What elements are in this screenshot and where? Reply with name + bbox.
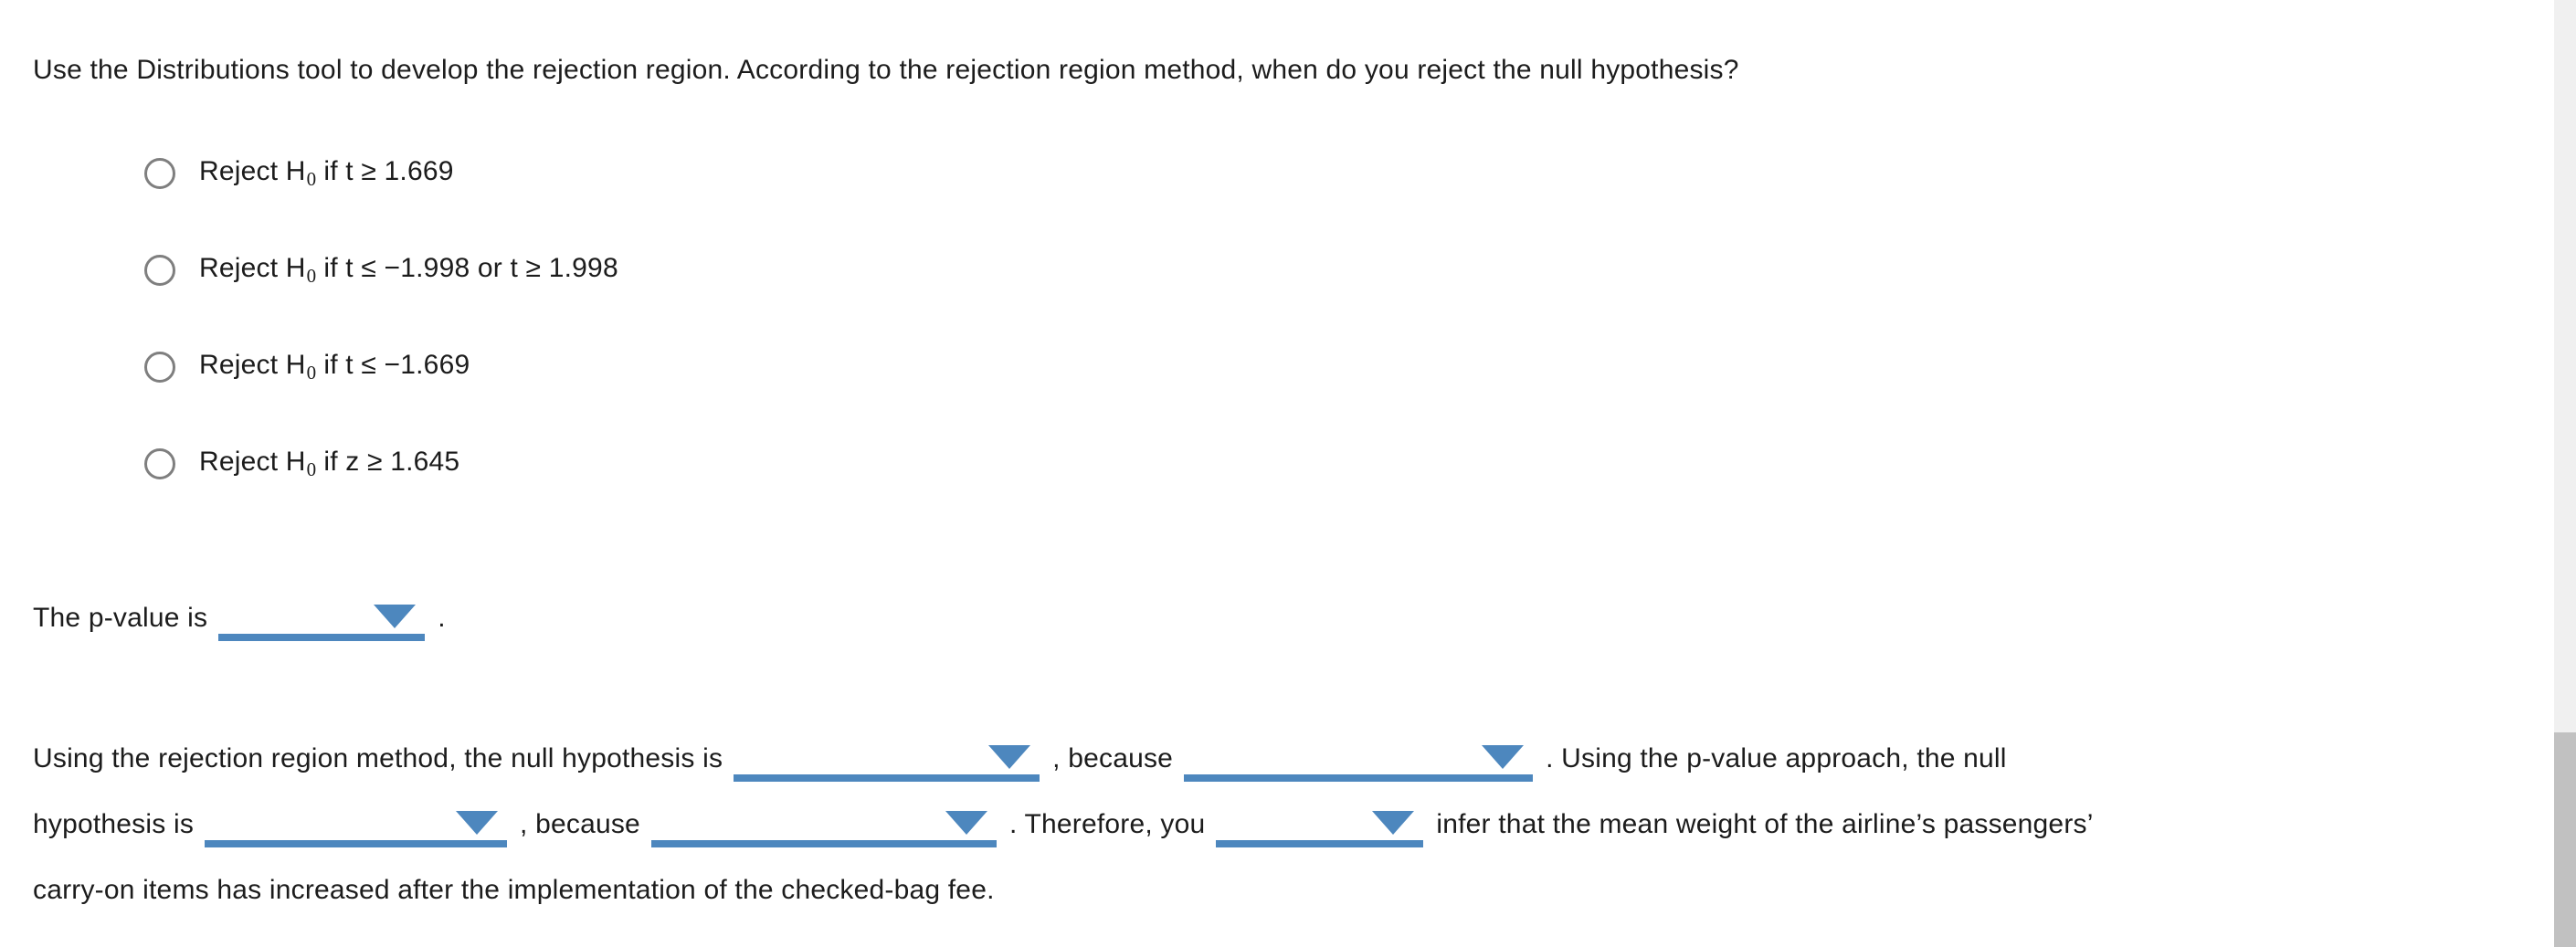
h0-subscript: 0	[306, 265, 317, 287]
radio-button[interactable]	[144, 352, 175, 383]
radio-button[interactable]	[144, 158, 175, 189]
h0-subscript: 0	[306, 168, 317, 190]
radio-button[interactable]	[144, 255, 175, 286]
dropdown-arrow-icon	[988, 745, 1031, 769]
scrollbar[interactable]	[2554, 0, 2576, 947]
h0-subscript: 0	[306, 458, 317, 480]
infer-dropdown[interactable]	[1216, 811, 1424, 847]
pv-null-hypothesis-dropdown[interactable]	[205, 811, 508, 847]
dropdown-arrow-icon	[1482, 745, 1525, 769]
pv-because-dropdown[interactable]	[650, 811, 997, 847]
conclusion-paragraph: Using the rejection region method, the n…	[33, 726, 2503, 923]
p-value-sentence: The p-value is.	[33, 600, 446, 641]
dropdown-arrow-icon	[1372, 811, 1415, 835]
scrollbar-thumb[interactable]	[2554, 732, 2576, 947]
dropdown-arrow-icon	[374, 605, 417, 628]
dropdown-arrow-icon	[945, 811, 987, 835]
rr-null-hypothesis-dropdown[interactable]	[734, 745, 1040, 782]
h0-subscript: 0	[306, 362, 317, 384]
sentence-period: .	[438, 603, 446, 633]
dropdown-arrow-icon	[456, 811, 499, 835]
question-prompt: Use the Distributions tool to develop th…	[33, 55, 1739, 85]
p-value-dropdown[interactable]	[218, 605, 426, 641]
rr-because-dropdown[interactable]	[1184, 745, 1534, 782]
paragraph-line-1: Using the rejection region method, the n…	[33, 726, 2503, 792]
radio-button[interactable]	[144, 448, 175, 479]
paragraph-line-3: carry-on items has increased after the i…	[33, 875, 995, 905]
p-value-label: The p-value is	[33, 603, 208, 633]
